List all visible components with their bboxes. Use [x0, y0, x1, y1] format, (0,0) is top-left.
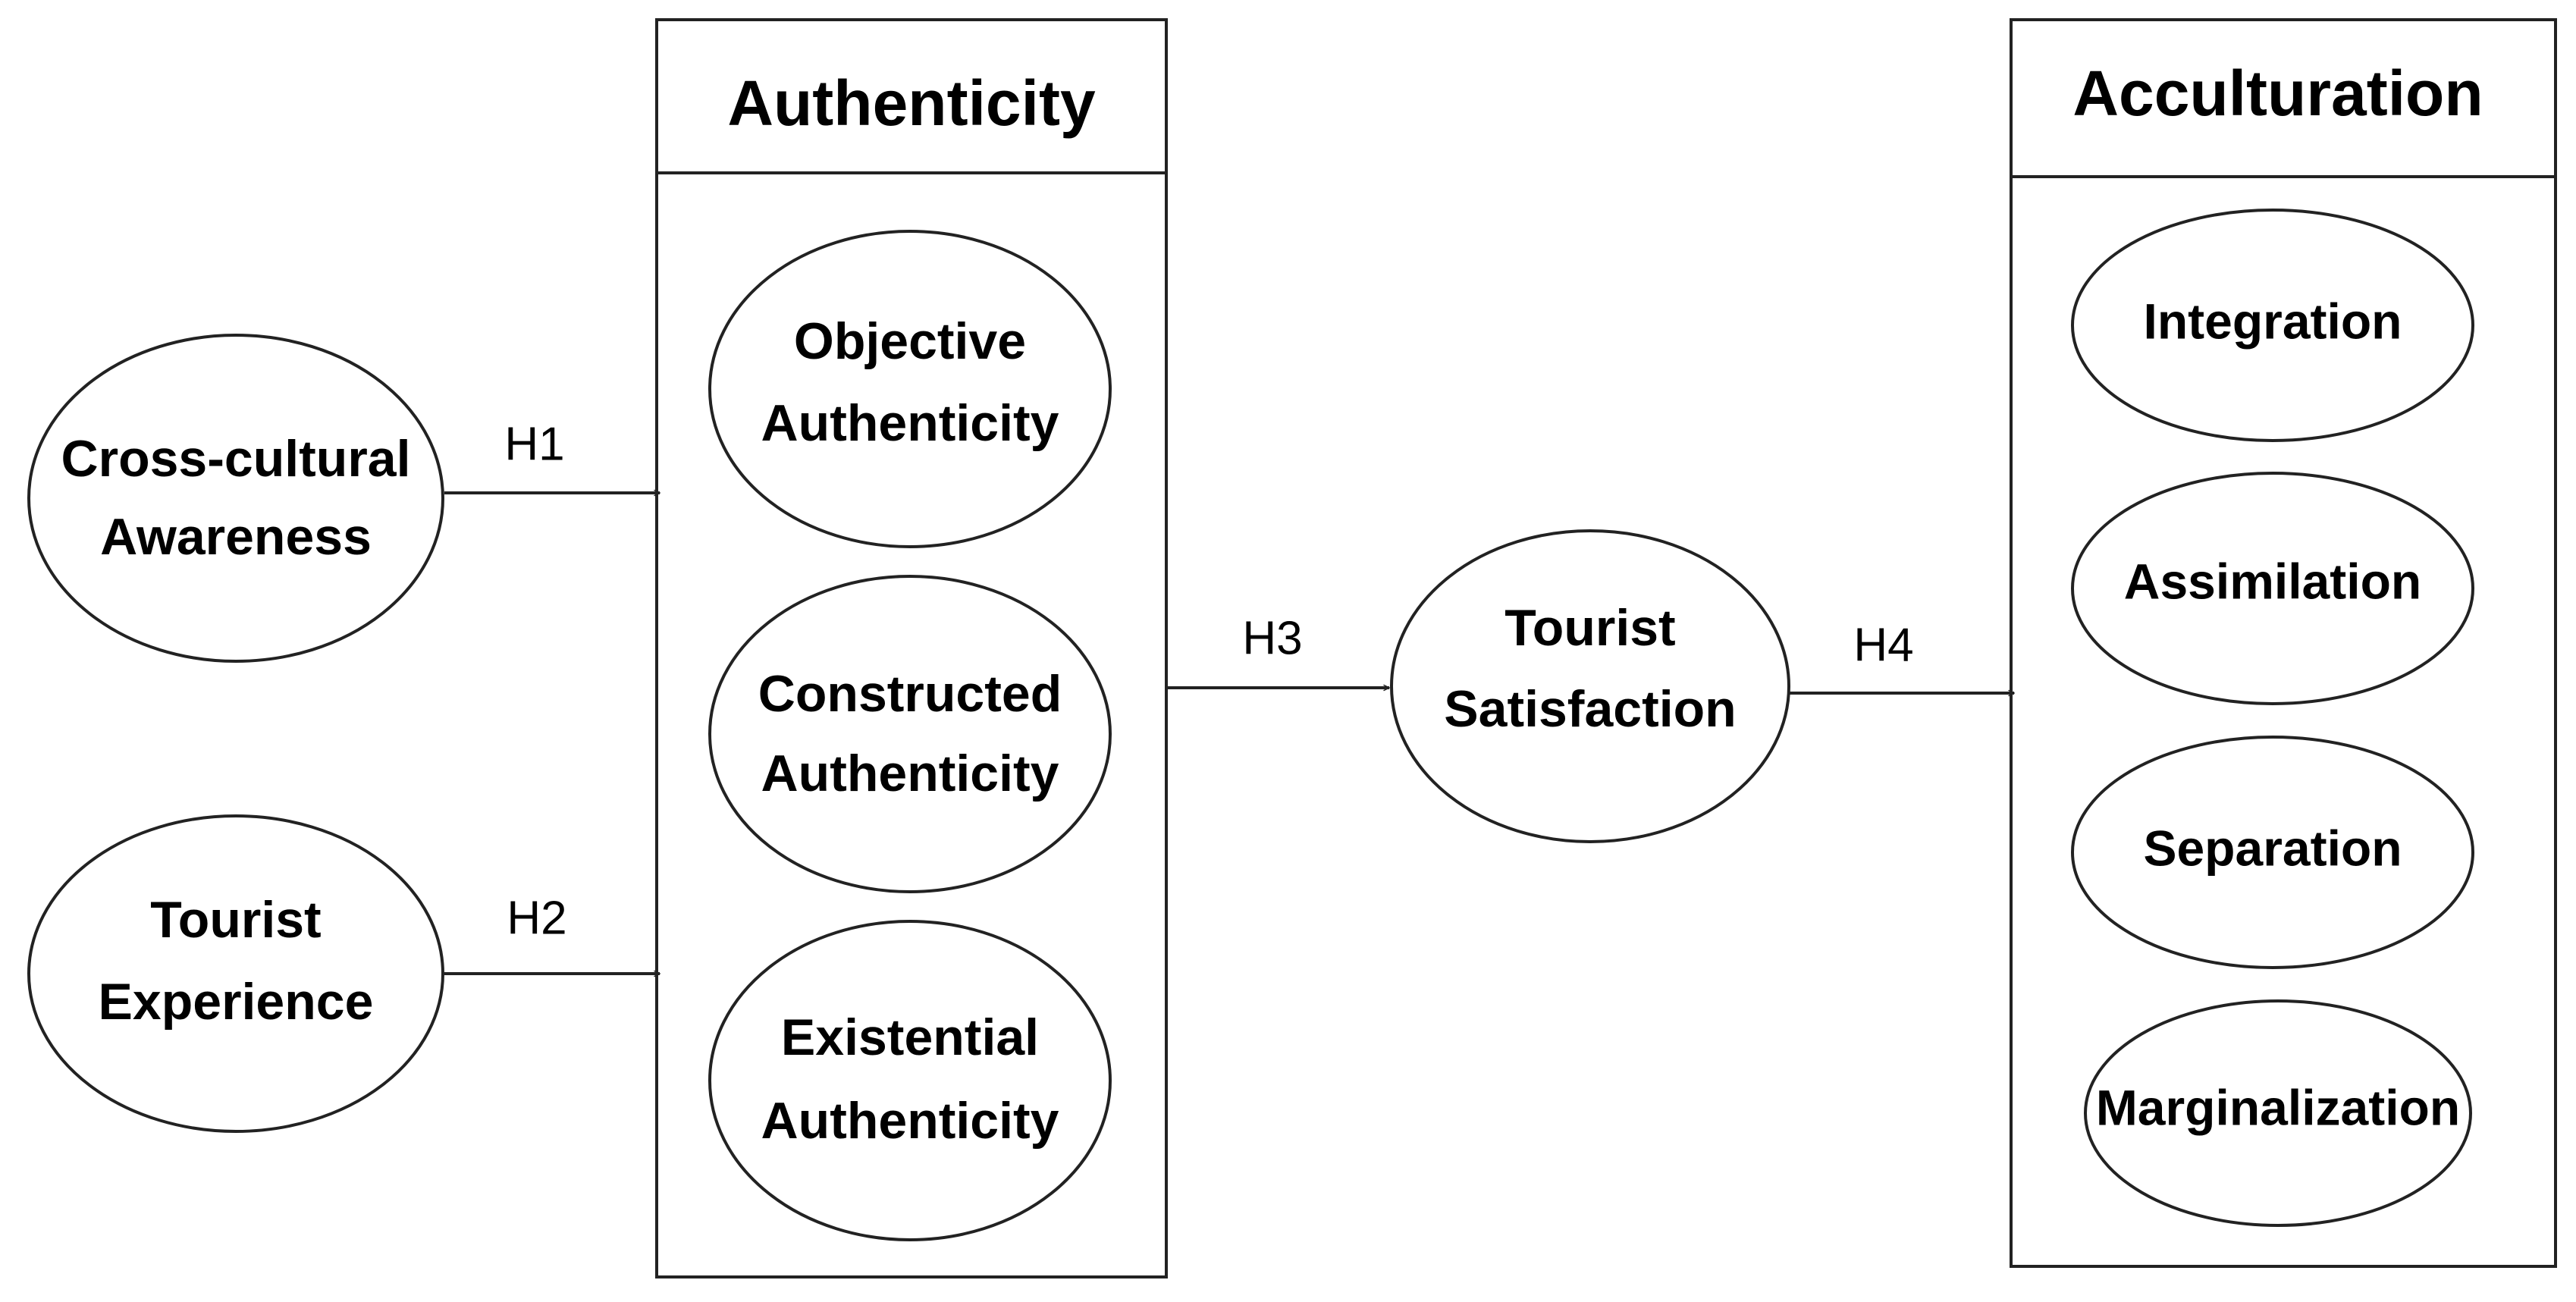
integration-label: Integration — [2144, 293, 2402, 349]
existential-authenticity-node — [708, 920, 1112, 1241]
acculturation-title: Acculturation — [2072, 58, 2483, 129]
tourist-experience-node — [27, 814, 444, 1133]
tourist-experience-line2: Experience — [99, 973, 374, 1031]
existential-authenticity-line2: Authenticity — [761, 1092, 1059, 1150]
constructed-authenticity-line2: Authenticity — [761, 745, 1059, 802]
marginalization-node — [2084, 999, 2472, 1227]
separation-label: Separation — [2143, 820, 2402, 876]
tourist-satisfaction-node — [1390, 529, 1790, 843]
cross-cultural-awareness-line2: Awareness — [100, 508, 372, 566]
authenticity-group: Authenticity Objective Authenticity Cons… — [655, 18, 1168, 1278]
tourist-experience-line1: Tourist — [150, 891, 321, 949]
tourist-satisfaction-line2: Satisfaction — [1444, 680, 1736, 738]
h4-label: H4 — [1853, 619, 1913, 671]
h2-label: H2 — [507, 892, 566, 944]
tourist-satisfaction-line1: Tourist — [1504, 599, 1675, 657]
existential-authenticity-line1: Existential — [781, 1009, 1039, 1066]
objective-authenticity-node — [708, 230, 1112, 548]
cross-cultural-awareness-line1: Cross-cultural — [61, 430, 411, 488]
integration-node — [2071, 209, 2474, 442]
assimilation-label: Assimilation — [2124, 553, 2421, 609]
cross-cultural-awareness-node — [27, 334, 444, 663]
acculturation-group: Acculturation Integration Assimilation S… — [2010, 18, 2557, 1268]
constructed-authenticity-line1: Constructed — [758, 665, 1062, 723]
h3-label: H3 — [1242, 612, 1302, 664]
objective-authenticity-line2: Authenticity — [761, 394, 1059, 452]
marginalization-label: Marginalization — [2096, 1079, 2460, 1135]
constructed-authenticity-node — [708, 575, 1112, 893]
assimilation-node — [2071, 472, 2474, 705]
separation-node — [2071, 736, 2474, 969]
h1-label: H1 — [504, 418, 564, 470]
authenticity-title: Authenticity — [727, 67, 1096, 139]
objective-authenticity-line1: Objective — [794, 312, 1026, 370]
